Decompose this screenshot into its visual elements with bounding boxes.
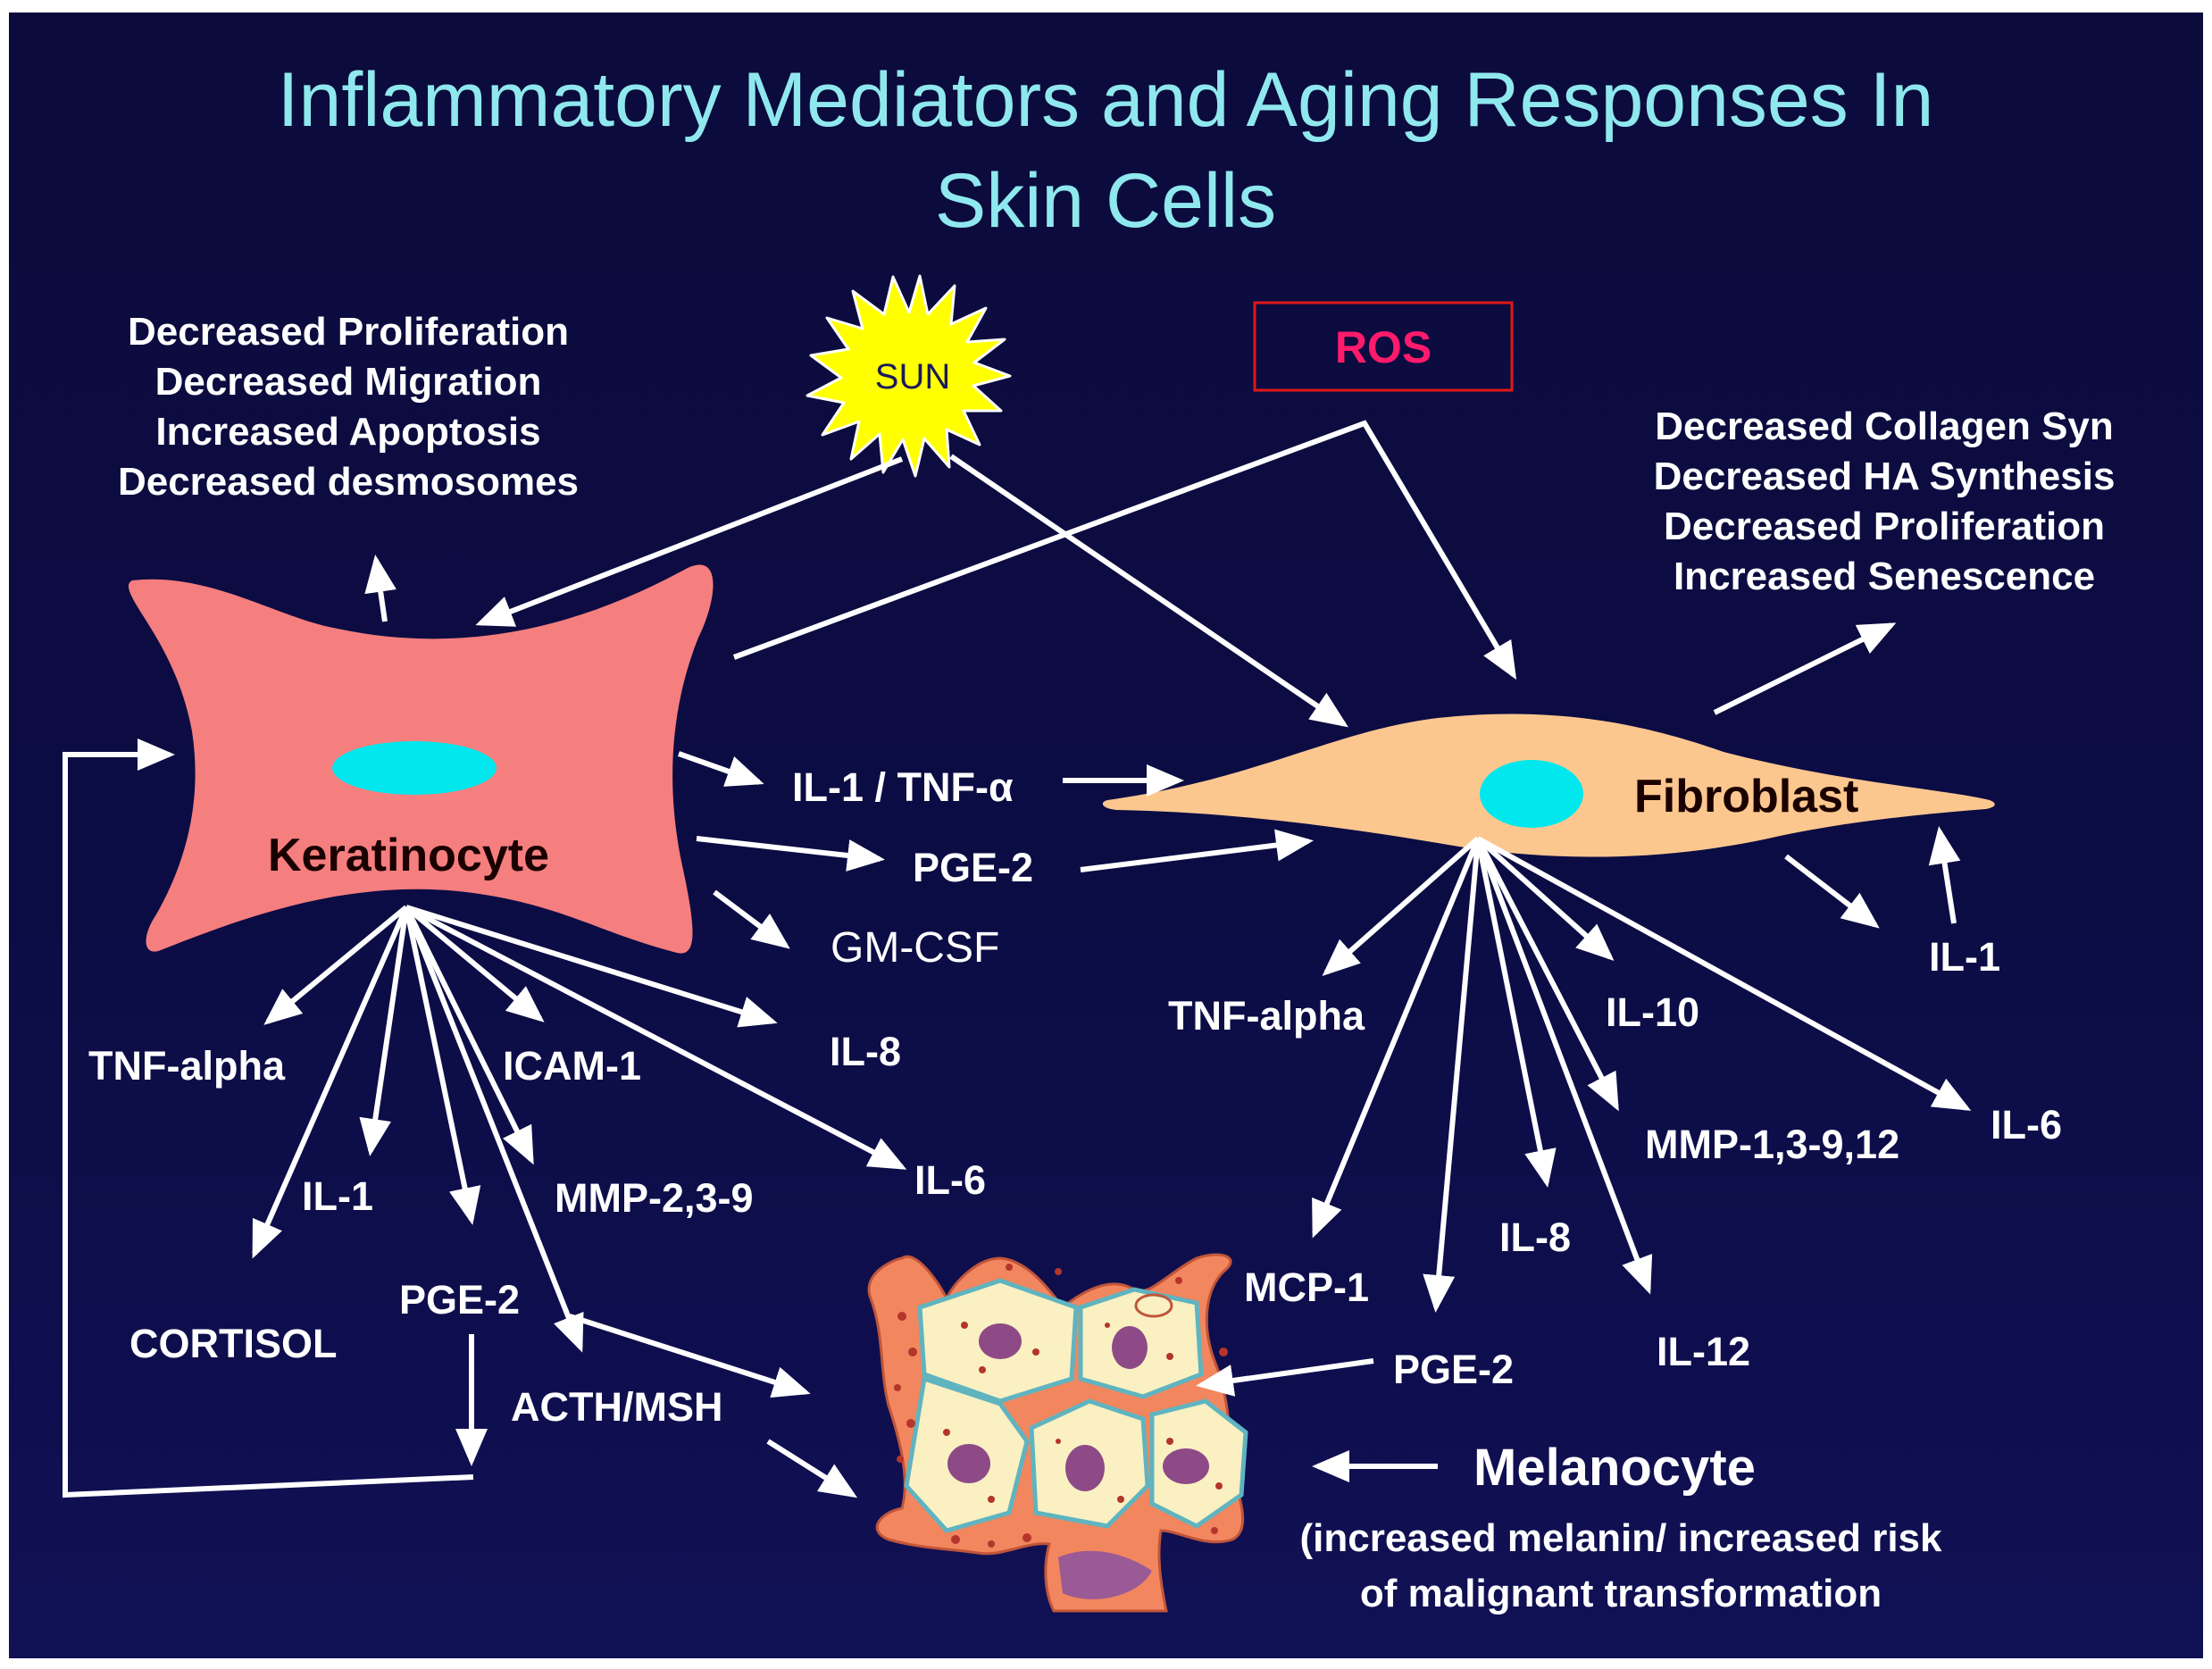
label-k-il6: IL-6 [914, 1157, 987, 1203]
label-f-il1: IL-1 [1929, 934, 2001, 980]
label-f-il12: IL-12 [1657, 1329, 1751, 1374]
label-f-il6: IL-6 [1991, 1102, 2063, 1147]
label-gm-csf: GM-CSF [831, 924, 1000, 972]
label-k-il1: IL-1 [302, 1173, 374, 1219]
arrow-sun-to-keratinocyte [475, 456, 904, 627]
label-f-pge2: PGE-2 [1393, 1347, 1515, 1392]
fibroblast-effects: Decreased Collagen Syn Decreased HA Synt… [1654, 402, 2116, 602]
label-k-pge2-lower: PGE-2 [399, 1277, 521, 1323]
slide-title-line-2: Skin Cells [934, 158, 1277, 244]
label-f-il10: IL-10 [1606, 989, 1700, 1035]
diagram-canvas [63, 274, 1995, 1613]
label-f-mmp: MMP-1,3-9,12 [1645, 1122, 1900, 1167]
ros-label: ROS [1334, 322, 1432, 372]
arrows [63, 420, 1972, 1498]
arrow-f-mmp [1475, 837, 1619, 1112]
arrow-k-tnfalpha [263, 905, 408, 1025]
arrow-il1-to-f [1928, 826, 1961, 924]
arrow-f-mcp1 [1312, 837, 1481, 1239]
melanocyte-illustration [867, 1253, 1248, 1613]
fibroblast-label: Fibroblast [1634, 771, 1859, 822]
keratinocyte-effects: Decreased Proliferation Decreased Migrat… [118, 307, 579, 507]
arrow-f-tnfalpha [1322, 836, 1480, 976]
arrow-f-to-il1 [1784, 854, 1880, 929]
arrow-k-mmp [404, 905, 534, 1165]
melanocyte-note-line-2: of malignant transformation [1359, 1572, 1882, 1615]
label-icam1: ICAM-1 [503, 1043, 641, 1089]
arrow-fpge2-melanocyte [1196, 1358, 1374, 1397]
arrow-f-il6 [1476, 836, 1972, 1111]
fibroblast-cell [1102, 713, 1995, 857]
arrow-k-il1tnf [677, 751, 764, 787]
arrow-sun-to-fibroblast [949, 454, 1348, 728]
label-il1-tnf: IL-1 / TNF-α [792, 764, 1014, 810]
arrow-k-cortisol [252, 905, 409, 1259]
arrow-k-gmcsf [713, 889, 790, 949]
slide-background: Inflammatory Mediators and Aging Respons… [9, 13, 2203, 1658]
fibroblast-effect-1: Decreased Collagen Syn [1655, 405, 2114, 448]
label-f-tnf-alpha: TNF-alpha [1168, 993, 1365, 1039]
label-acth-msh: ACTH/MSH [511, 1384, 723, 1430]
arrow-f-pge2 [1423, 838, 1481, 1313]
slide-title-line-1: Inflammatory Mediators and Aging Respons… [277, 57, 1934, 143]
fibroblast-nucleus [1480, 760, 1583, 828]
arrow-acth-melanocyte [766, 1439, 858, 1498]
keratinocyte-effect-2: Decreased Migration [154, 360, 542, 404]
arrow-k-pge2 [696, 836, 885, 872]
label-k-tnf-alpha: TNF-alpha [88, 1043, 285, 1089]
arrow-keratinocyte-effects [364, 555, 396, 622]
keratinocyte-nucleus [332, 741, 497, 795]
arrow-feedback-loop [63, 739, 474, 1498]
arrow-k-il1 [359, 906, 409, 1156]
keratinocyte-cell [128, 564, 714, 954]
keratinocyte-effect-4: Decreased desmosomes [117, 460, 580, 504]
fibroblast-effect-3: Decreased Proliferation [1664, 505, 2105, 548]
label-pge2-middle: PGE-2 [913, 845, 1034, 890]
keratinocyte-effect-1: Decreased Proliferation [128, 310, 569, 354]
arrow-k-icam [405, 905, 545, 1022]
arrow-fibroblast-effects [1713, 622, 1897, 715]
melanocyte-label: Melanocyte [1473, 1439, 1756, 1497]
label-k-mmp: MMP-2,3-9 [555, 1175, 754, 1221]
sun-icon [806, 274, 1012, 478]
label-k-il8: IL-8 [830, 1029, 902, 1074]
arrow-pge2-melanocyte [569, 1314, 811, 1398]
arrow-k-il8 [405, 905, 778, 1028]
fibroblast-effect-4: Increased Senescence [1673, 555, 2096, 598]
arrow-k-acth [404, 905, 584, 1353]
arrow-f-il12 [1475, 837, 1653, 1295]
label-cortisol: CORTISOL [129, 1321, 338, 1366]
label-mcp1: MCP-1 [1244, 1264, 1370, 1310]
arrow-k-pge2-lower [404, 906, 481, 1225]
label-f-il8: IL-8 [1499, 1214, 1572, 1260]
arrow-k-il6 [405, 905, 907, 1170]
keratinocyte-label: Keratinocyte [268, 830, 549, 881]
arrow-ros [732, 420, 1517, 680]
keratinocyte-effect-3: Increased Apoptosis [155, 410, 541, 454]
arrow-pge2-fibro [1080, 829, 1314, 872]
arrow-f-il8 [1475, 838, 1557, 1188]
fibroblast-effect-2: Decreased HA Synthesis [1653, 455, 2116, 498]
sun-label: SUN [874, 357, 951, 396]
melanocyte-note-line-1: (increased melanin/ increased risk [1299, 1516, 1942, 1560]
arrow-f-il10 [1475, 836, 1615, 962]
ros-box [1253, 301, 1514, 392]
